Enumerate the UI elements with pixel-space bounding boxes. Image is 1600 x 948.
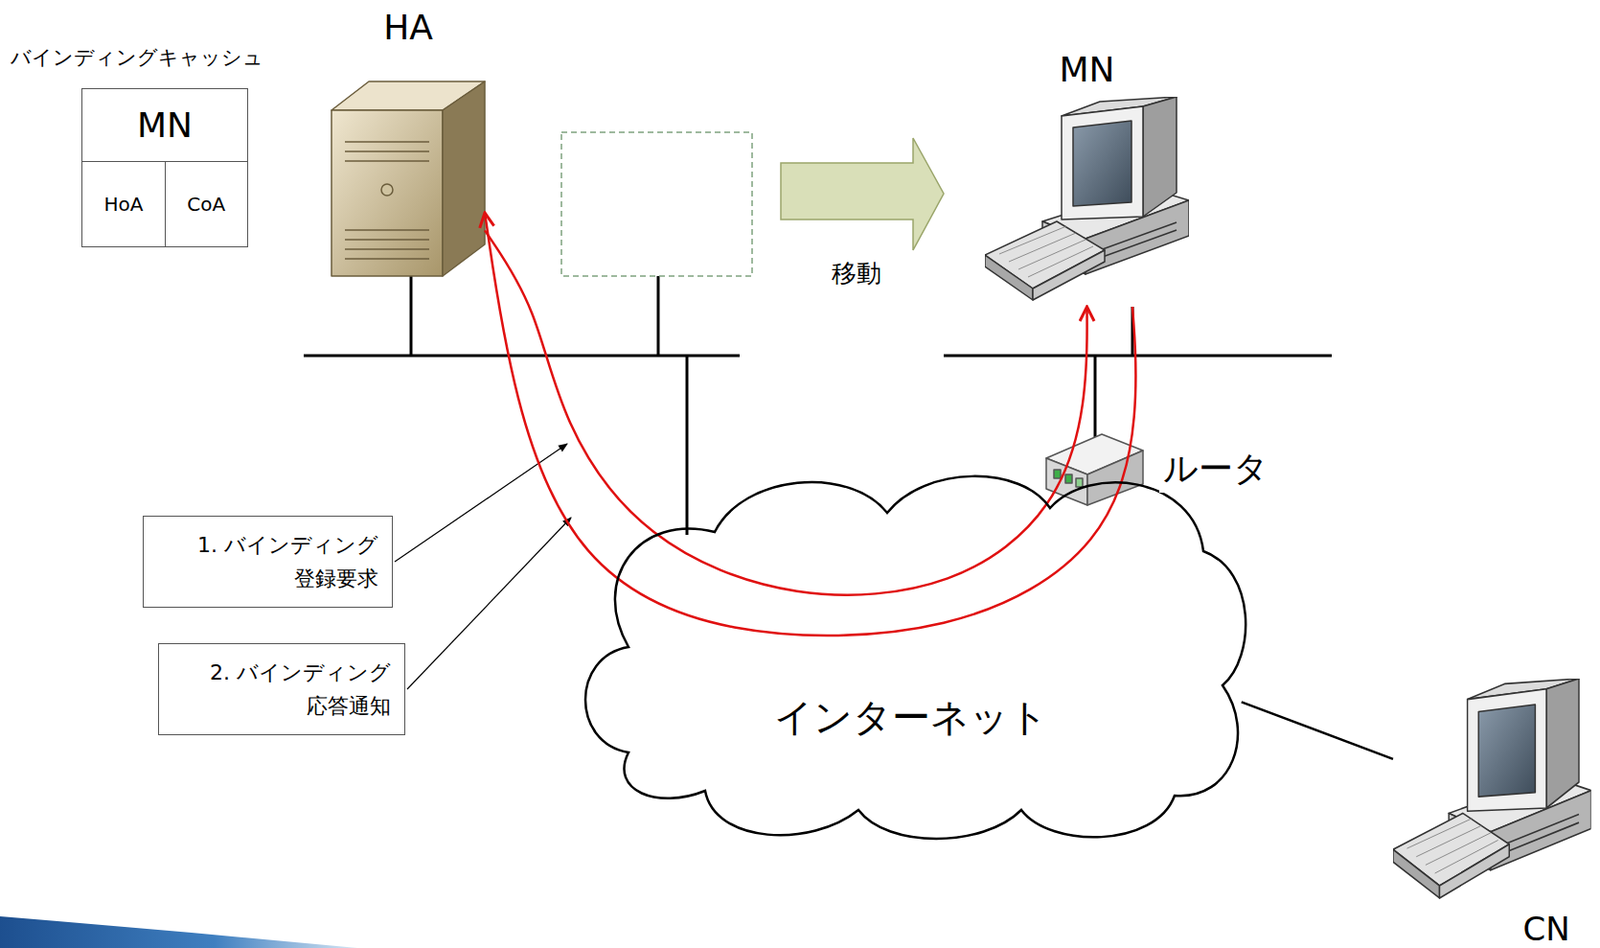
callout-text: 1. バインディング 登録要求	[157, 527, 379, 595]
server-icon	[344, 257, 430, 260]
mn-computer-icon	[984, 96, 1189, 300]
internet-cloud: インターネット	[571, 464, 1251, 847]
server-icon	[344, 248, 430, 251]
mobile-node: MN	[984, 49, 1189, 307]
correspondent-node: CN	[1393, 675, 1592, 944]
table-heading: バインディングキャッシュ	[10, 44, 264, 71]
network-wire	[303, 354, 740, 358]
server-icon	[381, 183, 393, 196]
callout-box: 1. バインディング 登録要求	[142, 515, 393, 608]
router-icon	[1053, 469, 1061, 479]
server-icon	[344, 140, 430, 143]
binding-cache-table: バインディングキャッシュ MNHoACoA	[10, 44, 307, 251]
router: ルータ	[1046, 434, 1143, 505]
network-wire	[943, 354, 1332, 358]
server-icon	[344, 160, 430, 162]
connector	[484, 229, 1088, 595]
node-name: HA	[331, 7, 485, 47]
router-icon	[1046, 434, 1143, 505]
move-label: 移動	[831, 256, 882, 291]
server-icon	[331, 110, 443, 276]
server-icon	[331, 81, 485, 276]
table-cell: MN	[81, 88, 249, 162]
cn-computer-icon	[1393, 678, 1592, 898]
network-wire	[657, 275, 661, 356]
router-icon	[1065, 474, 1073, 483]
cloud-label: インターネット	[571, 690, 1251, 744]
network-wire	[410, 275, 413, 356]
home-agent-server: HA	[331, 7, 485, 276]
router-icon	[1075, 478, 1083, 487]
leader-line	[394, 443, 568, 562]
server-icon	[442, 81, 485, 276]
leader-line	[407, 517, 572, 689]
callout-text: 2. バインディング 応答通知	[172, 655, 391, 723]
network-wire	[685, 355, 689, 535]
server-icon	[344, 150, 430, 153]
network-wire	[303, 275, 1332, 535]
connector	[484, 212, 1137, 636]
cloud-outline	[585, 476, 1246, 839]
table-cell: CoA	[164, 160, 250, 248]
callout-box: 2. バインディング 応答通知	[158, 642, 406, 735]
former-position-box	[561, 132, 753, 276]
node-name: CN	[1508, 909, 1585, 948]
server-icon	[344, 228, 430, 231]
connector	[1241, 701, 1394, 758]
cloud-outline	[571, 464, 1251, 847]
slide-swoosh	[0, 915, 358, 948]
table-cell: HoA	[81, 160, 166, 248]
node-name: MN	[984, 49, 1189, 90]
router-name: ルータ	[1159, 445, 1273, 493]
move-arrow	[780, 137, 944, 251]
network-wire	[1094, 355, 1098, 443]
server-icon	[344, 238, 430, 241]
